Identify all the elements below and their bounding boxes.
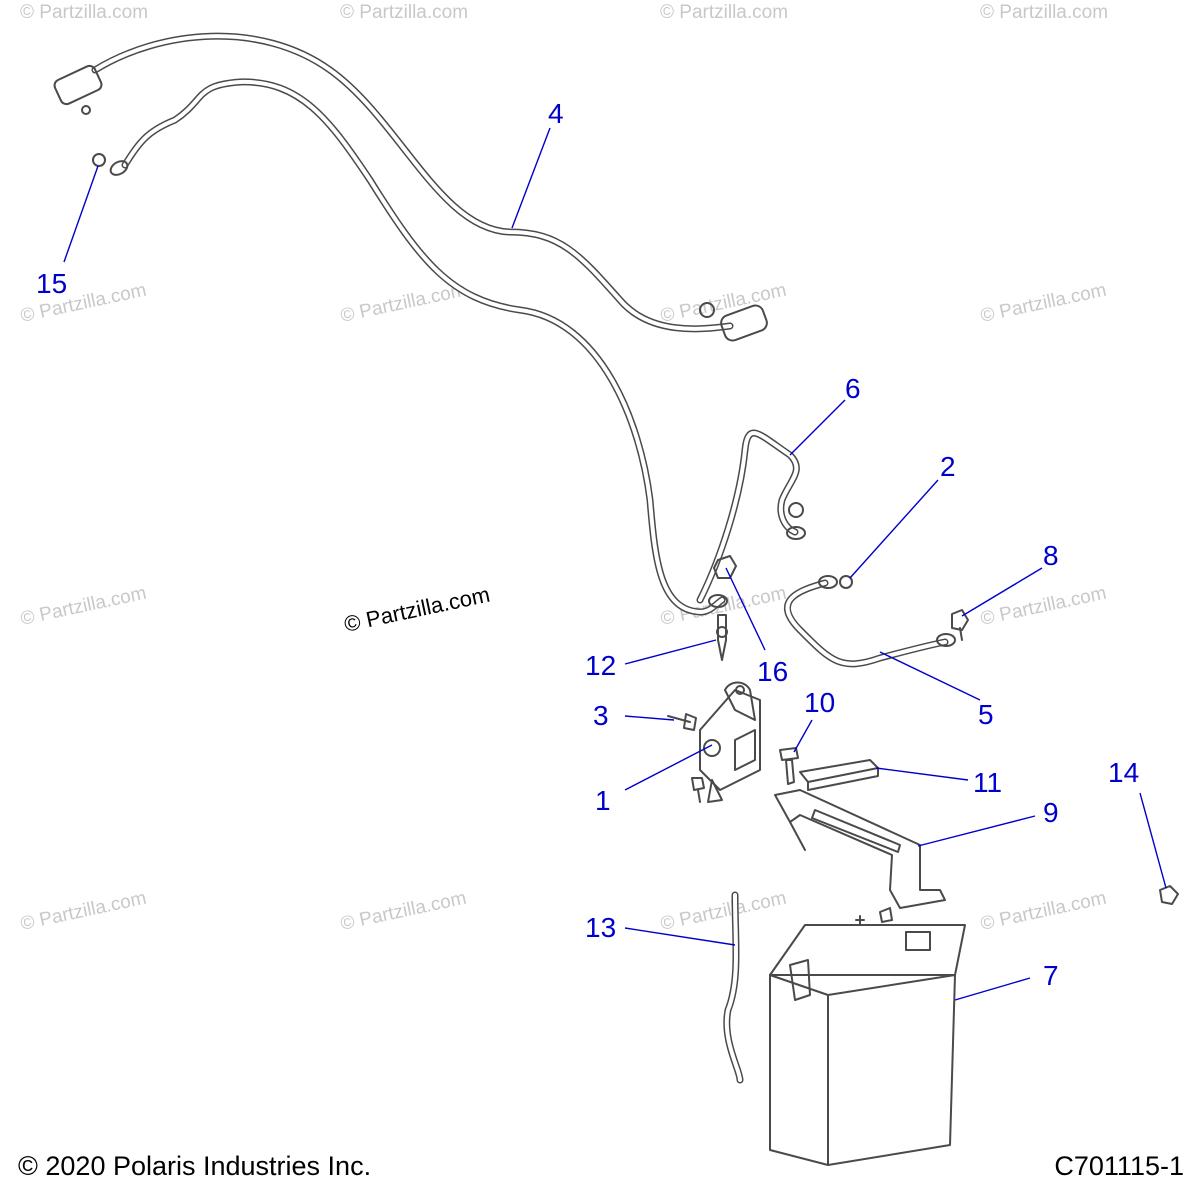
part-10-bolt	[779, 747, 799, 785]
part-4-battery-cable	[53, 32, 768, 342]
leader-lines	[63, 127, 1167, 1001]
watermark: © Partzilla.com	[340, 2, 468, 23]
part-5-cable	[784, 575, 956, 668]
callout-1: 1	[595, 785, 611, 816]
part-11-pad	[799, 759, 879, 791]
watermark: © Partzilla.com	[19, 888, 149, 935]
watermark: © Partzilla.com	[20, 2, 148, 23]
callouts: 1 2 3 4 5 6 7 8 9 10 11 12 13 14 15 16	[36, 98, 1139, 991]
ground-cable	[109, 78, 728, 616]
leader-13	[624, 927, 736, 946]
watermark: © Partzilla.com	[660, 2, 788, 23]
callout-16: 16	[757, 656, 788, 687]
callout-10: 10	[804, 687, 835, 718]
leader-2	[849, 479, 939, 579]
part-15-nut	[92, 153, 106, 167]
part-6-jumper-cable	[696, 429, 806, 604]
watermark: © Partzilla.com	[979, 583, 1109, 630]
leader-7	[954, 977, 1031, 1001]
part-3-bolt	[667, 713, 697, 731]
leader-15	[63, 165, 99, 263]
callout-7: 7	[1043, 960, 1059, 991]
footer-copyright: © 2020 Polaris Industries Inc.	[18, 1151, 371, 1181]
leader-12	[624, 639, 717, 665]
center-credit: © Partzilla.com	[342, 582, 492, 637]
watermark: © Partzilla.com	[979, 280, 1109, 327]
callout-14: 14	[1108, 757, 1139, 788]
watermark: © Partzilla.com	[339, 888, 469, 935]
leader-11	[875, 767, 969, 781]
watermark: © Partzilla.com	[339, 280, 469, 327]
watermark: © Partzilla.com	[979, 888, 1109, 935]
footer-diagram-code: C701115-1	[1054, 1151, 1184, 1181]
leader-3	[624, 715, 675, 721]
part-8-bolt	[951, 609, 969, 641]
watermark: © Partzilla.com	[19, 583, 149, 630]
callout-8: 8	[1043, 540, 1059, 571]
watermark: © Partzilla.com	[980, 2, 1108, 23]
callout-9: 9	[1043, 797, 1059, 828]
part-2-nut	[839, 575, 853, 589]
leader-14	[1139, 792, 1167, 889]
part-7-battery	[769, 907, 966, 1166]
callout-5: 5	[978, 699, 994, 730]
leader-16	[725, 567, 766, 651]
watermark: © Partzilla.com	[659, 280, 789, 327]
leader-8	[961, 567, 1043, 617]
leader-9	[917, 815, 1036, 847]
callout-12: 12	[585, 650, 616, 681]
leader-6	[789, 399, 846, 456]
leader-5	[879, 651, 981, 701]
callout-6: 6	[845, 373, 861, 404]
part-13-vent-tube	[723, 891, 744, 1084]
part-12-stud	[716, 614, 728, 661]
leader-1	[624, 744, 713, 791]
leader-10	[793, 719, 813, 753]
callout-2: 2	[940, 451, 956, 482]
part-9-bracket	[774, 789, 946, 909]
callout-11: 11	[973, 767, 1002, 798]
callout-4: 4	[548, 98, 564, 129]
callout-3: 3	[593, 700, 609, 731]
part-14-nut	[1159, 885, 1179, 905]
callout-15: 15	[36, 268, 67, 299]
callout-13: 13	[585, 912, 616, 943]
solenoid-lower-bolt	[691, 777, 705, 803]
watermark: © Partzilla.com	[659, 888, 789, 935]
leader-4	[511, 127, 551, 229]
part-1-solenoid	[699, 681, 761, 803]
